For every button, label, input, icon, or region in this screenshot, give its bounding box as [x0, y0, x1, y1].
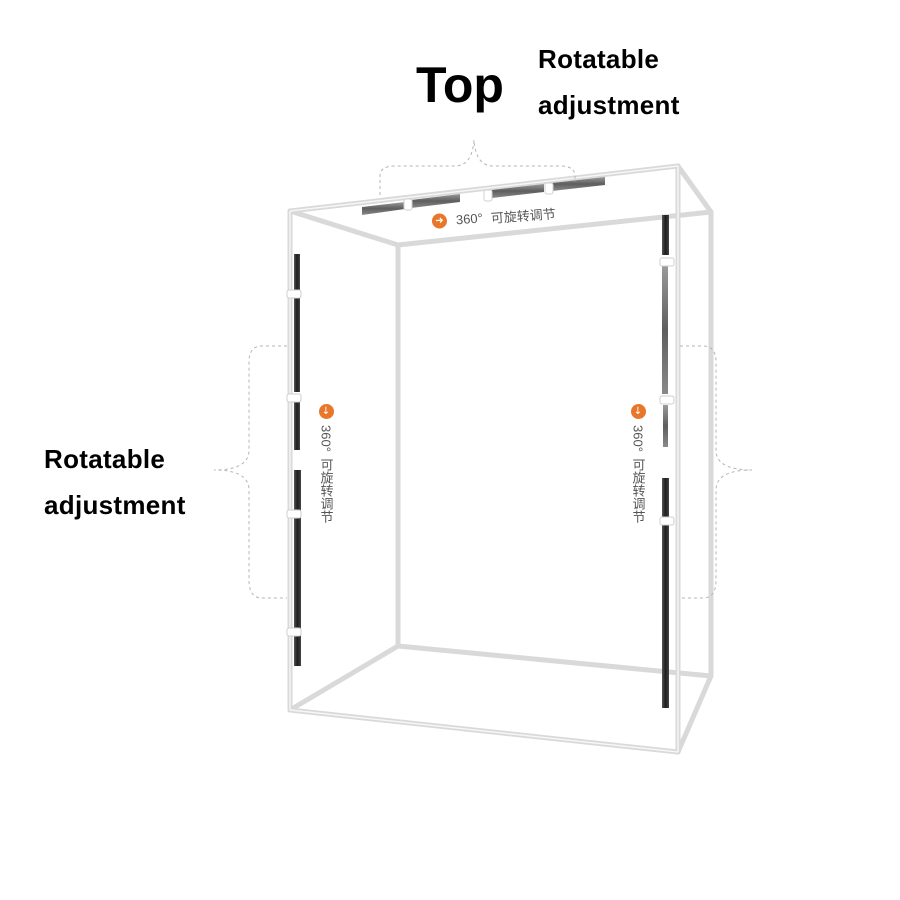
frame-top-back-edge [395, 209, 714, 248]
right-bracket [680, 345, 753, 599]
top-led-strip-1 [362, 202, 405, 215]
top-rotatable-callout: Rotatable adjustment [538, 36, 680, 128]
side-callout-line-1: Rotatable [44, 444, 166, 474]
arrow-down-icon: ↓ [318, 404, 334, 419]
left-tag-number: 360° [318, 425, 334, 452]
frame-top-left-edge [287, 208, 401, 248]
left-led-strip-lower [294, 470, 301, 666]
frame-tube-highlights [289, 165, 679, 753]
arrow-down-icon: ↓ [630, 404, 646, 419]
top-title: Top [416, 57, 504, 113]
left-led-strips [286, 254, 302, 666]
left-bracket [213, 345, 287, 599]
right-rotation-tag: ↓ 360° 可旋转调节 [629, 404, 647, 523]
top-led-strips [362, 177, 605, 215]
right-led-strip-top [662, 215, 669, 255]
frame-top-right-edge [675, 163, 714, 215]
top-led-strip-4 [552, 177, 605, 191]
right-led-strips [659, 215, 675, 708]
top-tag-number: 360° [455, 210, 484, 228]
frame-bottom-right-edge [675, 673, 714, 755]
dashed-brackets [213, 139, 753, 599]
arrow-right-icon: ➜ [431, 212, 448, 229]
frame-tubes [287, 163, 714, 755]
right-led-strip-middle [663, 405, 668, 447]
right-led-strip-upper [662, 266, 668, 394]
frame-bottom-left-edge [287, 643, 401, 713]
left-led-strip-upper [294, 254, 300, 392]
top-callout-line-1: Rotatable [538, 44, 660, 74]
top-bracket [379, 139, 576, 195]
top-led-strip-2 [411, 194, 460, 208]
frame-bottom-back-edge [395, 643, 714, 679]
top-led-strip-3 [492, 184, 544, 198]
left-rotation-tag: ↓ 360° 可旋转调节 [317, 404, 335, 523]
left-led-strip-middle [294, 402, 300, 450]
right-tag-text: 可旋转调节 [630, 457, 646, 523]
side-callout-line-2: adjustment [44, 490, 186, 520]
right-led-strip-lower [662, 478, 669, 708]
side-rotatable-callout: Rotatable adjustment [44, 436, 186, 528]
right-tag-number: 360° [630, 425, 646, 452]
left-tag-text: 可旋转调节 [318, 457, 334, 523]
top-callout-line-2: adjustment [538, 90, 680, 120]
